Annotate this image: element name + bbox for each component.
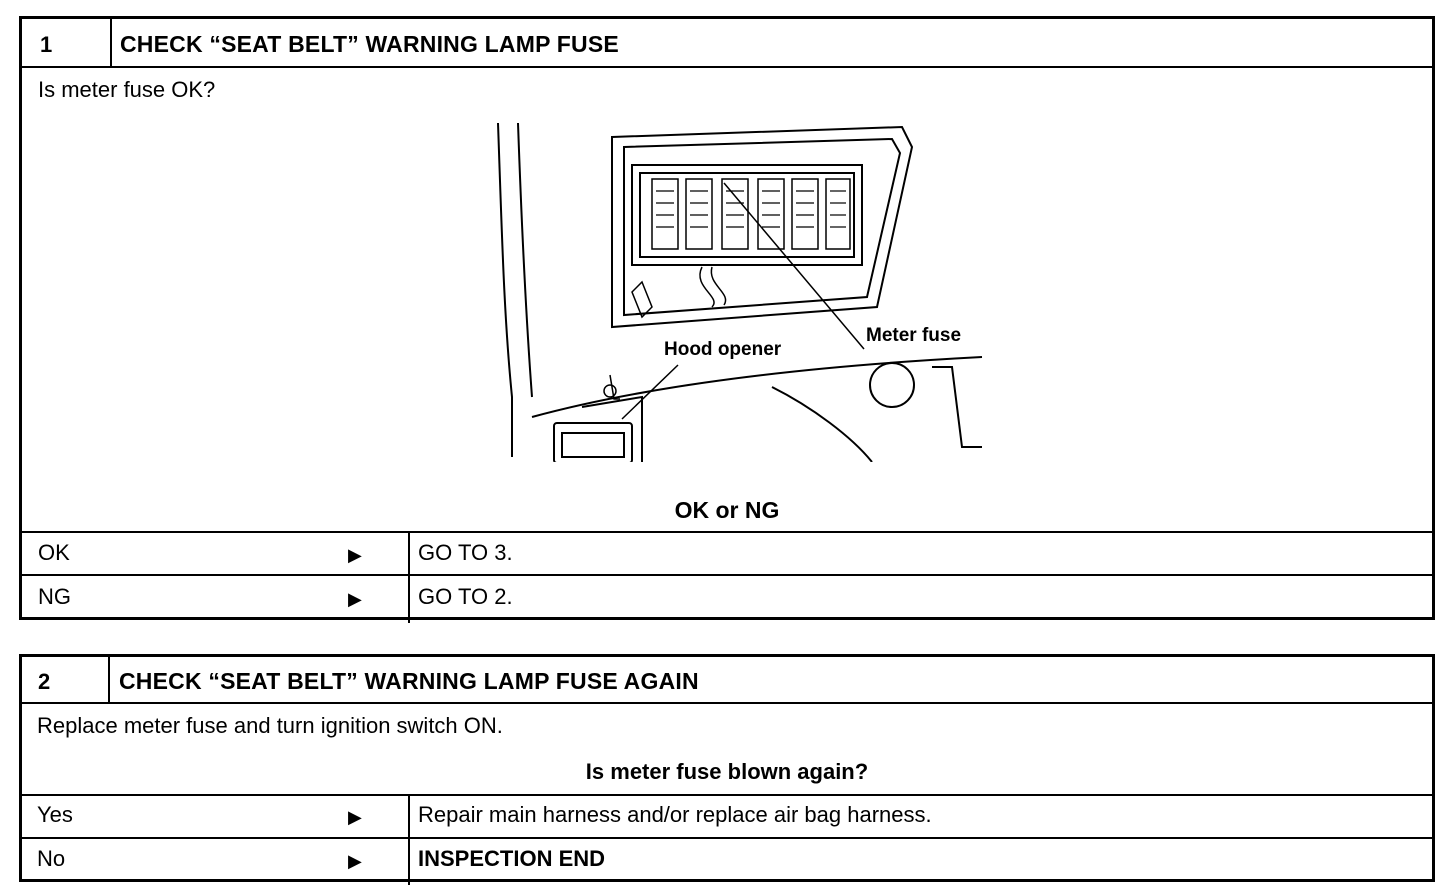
step-1-condition-ng: NG [38, 584, 71, 609]
step-1-number: 1 [40, 32, 53, 57]
arrow-icon: ▶ [348, 807, 362, 827]
step-2-title: CHECK “SEAT BELT” WARNING LAMP FUSE AGAI… [119, 668, 699, 694]
step-2-action-no: INSPECTION END [418, 846, 606, 871]
step-1-action-ok: GO TO 3. [418, 540, 513, 565]
arrow-icon: ▶ [348, 545, 362, 565]
step-2-condition-no: No [37, 846, 66, 871]
step-2-condition-yes: Yes [37, 802, 73, 827]
step-2-header-rule [22, 702, 1432, 704]
step-2-results-rule [22, 794, 1432, 796]
arrow-icon: ▶ [348, 589, 362, 609]
step-2-box: 2 CHECK “SEAT BELT” WARNING LAMP FUSE AG… [19, 654, 1435, 885]
step-1-result-heading: OK or NG [674, 497, 780, 523]
step-2-header-divider [108, 657, 110, 702]
meter-fuse-label: Meter fuse [866, 325, 962, 346]
step-1-condition-ok: OK [38, 540, 70, 565]
hood-opener-label: Hood opener [664, 339, 782, 360]
step-1-question: Is meter fuse OK? [38, 77, 216, 102]
step-1-results-row-rule [22, 574, 1432, 576]
step-1-results-divider [408, 531, 410, 623]
step-2-results-row-rule [22, 837, 1432, 839]
arrow-icon: ▶ [348, 851, 362, 871]
step-1-header-rule [22, 66, 1432, 68]
step-2-results-divider [408, 794, 410, 885]
step-2-action-yes: Repair main harness and/or replace air b… [418, 802, 932, 827]
step-1-action-ng: GO TO 2. [418, 584, 513, 609]
step-2-number: 2 [38, 669, 51, 694]
fuse-box-location-figure [497, 122, 983, 462]
step-1-title: CHECK “SEAT BELT” WARNING LAMP FUSE [120, 31, 619, 57]
step-1-box: 1 CHECK “SEAT BELT” WARNING LAMP FUSE Is… [19, 16, 1435, 623]
step-1-results-rule [22, 531, 1432, 533]
step-1-header-divider [110, 19, 112, 66]
step-2-result-heading: Is meter fuse blown again? [585, 759, 869, 784]
step-2-instruction: Replace meter fuse and turn ignition swi… [37, 713, 503, 738]
